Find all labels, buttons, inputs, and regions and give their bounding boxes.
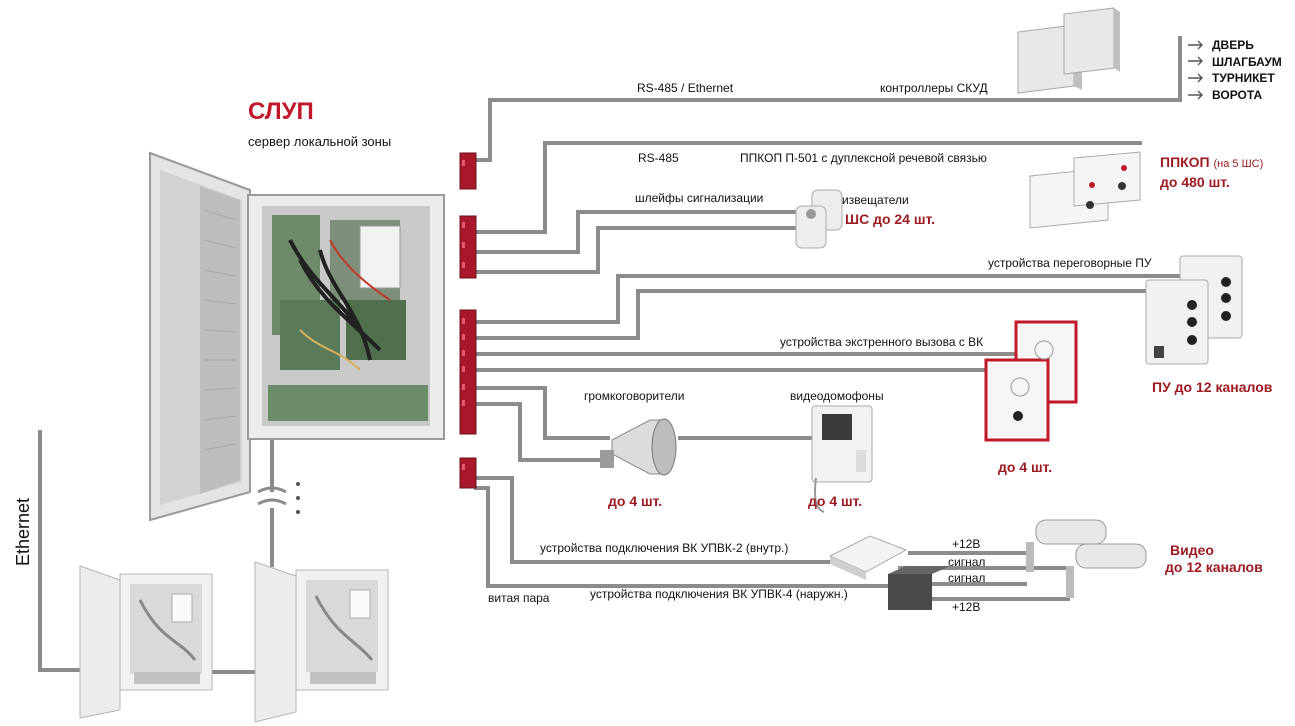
- ppkop-title-text: ППКОП: [1160, 154, 1210, 170]
- intercom-count: ПУ до 12 каналов: [1152, 380, 1272, 394]
- video-adapter-external: [888, 566, 950, 610]
- video-cameras: [1026, 520, 1146, 598]
- ppkop-bus-label: RS-485: [638, 152, 679, 164]
- alarm-loops-label: шлейфы сигнализации: [635, 192, 763, 204]
- access-controllers: [1018, 8, 1120, 93]
- video-power-label-1: +12В: [952, 538, 980, 550]
- video-signal-label-1: сигнал: [948, 556, 985, 568]
- alarm-count: ШС до 24 шт.: [845, 212, 935, 226]
- speakers-count: до 4 шт.: [608, 494, 662, 508]
- output-barrier: ШЛАГБАУМ: [1212, 56, 1282, 68]
- detectors: [796, 190, 842, 248]
- ppkop-title-note: (на 5 ШС): [1214, 158, 1264, 170]
- intercom-label: устройства переговорные ПУ: [988, 257, 1152, 269]
- emergency-units: [986, 322, 1076, 440]
- page-title: СЛУП: [248, 100, 314, 124]
- video-signal-label-2: сигнал: [948, 572, 985, 584]
- videophones-count: до 4 шт.: [808, 494, 862, 508]
- remote-cabinet-2: [255, 562, 388, 722]
- ethernet-label: Ethernet: [14, 498, 32, 566]
- emergency-label: устройства экстренного вызова с ВК: [780, 336, 983, 348]
- video-count: до 12 каналов: [1165, 560, 1263, 574]
- output-door: ДВЕРЬ: [1212, 39, 1254, 51]
- output-turnstile: ТУРНИКЕТ: [1212, 72, 1275, 84]
- vertical-ellipsis-icon: [296, 482, 300, 514]
- right-arrow-icon: [1188, 41, 1202, 99]
- twisted-pair-label: витая пара: [488, 592, 549, 604]
- ppkop-panels: [1030, 152, 1140, 228]
- video-power-label-2: +12В: [952, 601, 980, 613]
- video-title: Видео: [1170, 543, 1214, 557]
- videophones-label: видеодомофоны: [790, 390, 884, 402]
- intercom-panels: [1146, 256, 1242, 364]
- detectors-label: извещатели: [842, 194, 909, 206]
- speakers-label: громкоговорители: [584, 390, 684, 402]
- access-controllers-label: контроллеры СКУД: [880, 82, 988, 94]
- access-bus-label: RS-485 / Ethernet: [637, 82, 733, 94]
- output-gate: ВОРОТА: [1212, 89, 1262, 101]
- video-external-label: устройства подключения ВК УПВК-4 (наружн…: [590, 588, 848, 600]
- page-subtitle: сервер локальной зоны: [248, 135, 391, 148]
- remote-cabinet-1: [80, 566, 212, 718]
- ppkop-count: до 480 шт.: [1160, 175, 1230, 189]
- ppkop-title: ППКОП (на 5 ШС): [1160, 155, 1263, 170]
- loudspeaker: [600, 419, 676, 475]
- video-internal-label: устройства подключения ВК УПВК-2 (внутр.…: [540, 542, 788, 554]
- emergency-count: до 4 шт.: [998, 460, 1052, 474]
- ppkop-desc-label: ППКОП П-501 с дуплексной речевой связью: [740, 152, 987, 164]
- server-cabinet: [150, 153, 444, 520]
